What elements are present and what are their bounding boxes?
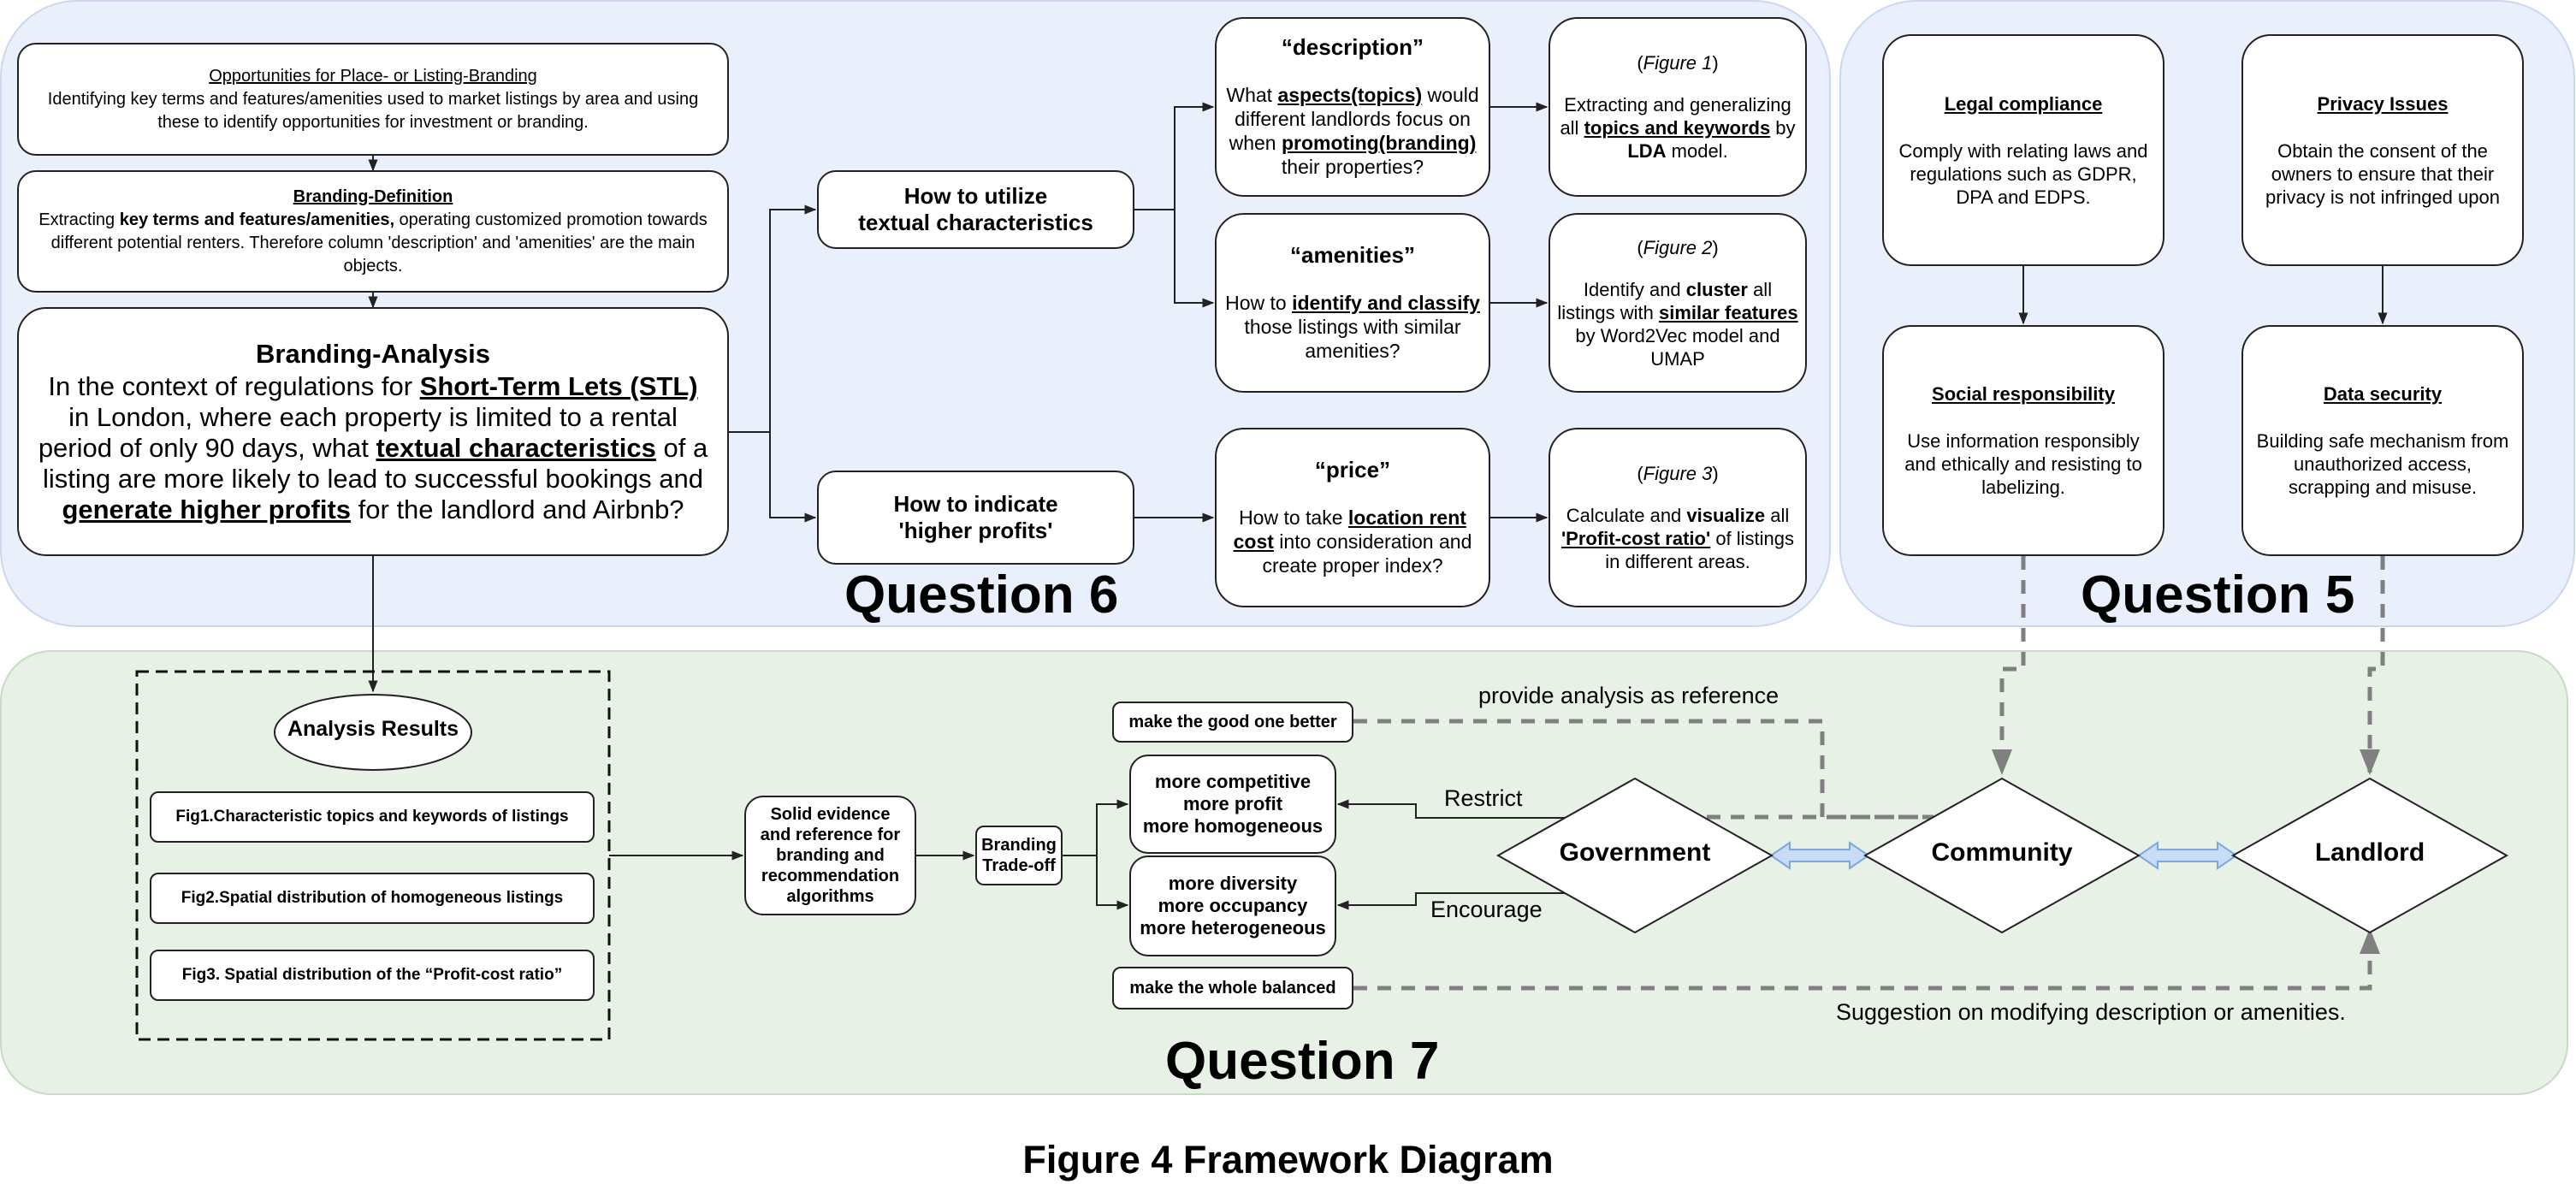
social-title: Social responsibility: [1932, 383, 2115, 405]
opportunities-title: Opportunities for Place- or Listing-Bran…: [209, 66, 537, 86]
analysis-results-ellipse: [274, 694, 472, 771]
branding-definition-box: Branding-Definition Extracting key terms…: [17, 170, 729, 293]
community-label: Community: [1931, 838, 2073, 867]
figure1-body: Extracting and generalizing all topics a…: [1560, 94, 1796, 162]
figure1-label: (Figure 1): [1637, 52, 1719, 74]
description-title: “description”: [1281, 34, 1424, 60]
tradeoff-text: Branding Trade-off: [981, 836, 1057, 875]
legal-body: Comply with relating laws and regulation…: [1898, 139, 2148, 208]
fig1-result-box: Fig1.Characteristic topics and keywords …: [150, 791, 595, 843]
description-box: “description” What aspects(topics) would…: [1215, 17, 1490, 197]
question5-label: Question 5: [2081, 565, 2355, 625]
landlord-label: Landlord: [2314, 838, 2425, 867]
make-balanced-box: make the whole balanced: [1112, 967, 1353, 1009]
diversity-line2: more occupancy: [1158, 895, 1308, 916]
figure2-box: (Figure 2) Identify and cluster all list…: [1549, 213, 1807, 393]
diversity-line1: more diversity: [1168, 873, 1298, 894]
price-body: How to take location rent cost into cons…: [1233, 506, 1472, 577]
security-body: Building safe mechanism from unauthorize…: [2256, 430, 2509, 498]
evidence-box: Solid evidence and reference for brandin…: [744, 796, 916, 915]
landlord-diamond: [2230, 777, 2509, 934]
make-better-text: make the good one better: [1128, 712, 1337, 731]
definition-title: Branding-Definition: [293, 186, 453, 206]
diversity-box: more diversity more occupancy more heter…: [1129, 855, 1336, 956]
question6-label: Question 6: [844, 565, 1119, 625]
make-balanced-text: make the whole balanced: [1129, 978, 1336, 998]
competitive-line1: more competitive: [1154, 771, 1312, 792]
amenities-box: “amenities” How to identify and classify…: [1215, 213, 1490, 393]
government-diamond: [1495, 777, 1774, 934]
competitive-line2: more profit: [1182, 793, 1283, 814]
figure-caption: Figure 4 Framework Diagram: [1022, 1138, 1554, 1181]
figure2-label: (Figure 2): [1637, 236, 1719, 258]
amenities-body: How to identify and classify those listi…: [1225, 292, 1480, 362]
amenities-title: “amenities”: [1290, 242, 1415, 268]
legal-compliance-box: Legal compliance Comply with relating la…: [1882, 34, 2164, 266]
analysis-body: In the context of regulations for Short-…: [38, 370, 708, 524]
opportunities-box: Opportunities for Place- or Listing-Bran…: [17, 43, 729, 156]
security-title: Data security: [2323, 383, 2443, 405]
opportunities-body: Identifying key terms and features/ameni…: [47, 89, 699, 132]
provide-analysis-label: provide analysis as reference: [1478, 683, 1780, 708]
figure2-body: Identify and cluster all listings with s…: [1557, 278, 1798, 370]
make-better-box: make the good one better: [1112, 702, 1353, 743]
tradeoff-box: Branding Trade-off: [975, 826, 1063, 885]
figure3-label: (Figure 3): [1637, 463, 1719, 484]
results-dashed-frame: [135, 670, 611, 1041]
figure3-box: (Figure 3) Calculate and visualize all '…: [1549, 428, 1807, 607]
privacy-title: Privacy Issues: [2317, 92, 2449, 115]
community-diamond: [1862, 777, 2141, 934]
privacy-body: Obtain the consent of the owners to ensu…: [2265, 139, 2500, 208]
utilize-textual-box: How to utilize textual characteristics: [817, 170, 1134, 249]
figure3-body: Calculate and visualize all 'Profit-cost…: [1560, 505, 1795, 572]
definition-body: Extracting key terms and features/amenit…: [38, 210, 708, 275]
utilize-line1: How to utilize: [903, 183, 1048, 209]
government-label: Government: [1559, 838, 1711, 867]
fig2-result-box: Fig2.Spatial distribution of homogeneous…: [150, 873, 595, 924]
legal-title: Legal compliance: [1944, 92, 2103, 115]
fig1-result-text: Fig1.Characteristic topics and keywords …: [175, 808, 569, 826]
fig3-result-text: Fig3. Spatial distribution of the “Profi…: [181, 966, 563, 984]
indicate-profits-box: How to indicate 'higher profits': [817, 471, 1134, 565]
fig3-result-box: Fig3. Spatial distribution of the “Profi…: [150, 950, 595, 1001]
evidence-text: Solid evidence and reference for brandin…: [760, 805, 901, 906]
data-security-box: Data security Building safe mechanism fr…: [2241, 325, 2524, 556]
encourage-label: Encourage: [1430, 897, 1543, 922]
indicate-line1: How to indicate: [893, 491, 1058, 517]
restrict-label: Restrict: [1444, 785, 1523, 811]
privacy-issues-box: Privacy Issues Obtain the consent of the…: [2241, 34, 2524, 266]
diversity-line3: more heterogeneous: [1140, 917, 1326, 938]
price-title: “price”: [1314, 457, 1391, 483]
competitive-box: more competitive more profit more homoge…: [1129, 755, 1336, 854]
fig2-result-text: Fig2.Spatial distribution of homogeneous…: [181, 889, 564, 907]
social-responsibility-box: Social responsibility Use information re…: [1882, 325, 2164, 556]
figure1-box: (Figure 1) Extracting and generalizing a…: [1549, 17, 1807, 197]
utilize-line2: textual characteristics: [858, 210, 1093, 235]
indicate-line2: 'higher profits': [898, 518, 1053, 543]
analysis-title: Branding-Analysis: [256, 338, 490, 369]
social-body: Use information responsibly and ethicall…: [1904, 430, 2142, 498]
suggestion-label: Suggestion on modifying description or a…: [1836, 999, 2346, 1025]
analysis-results-title: Analysis Results: [287, 717, 459, 741]
question7-label: Question 7: [1165, 1032, 1440, 1091]
description-body: What aspects(topics) would different lan…: [1226, 84, 1479, 178]
price-box: “price” How to take location rent cost i…: [1215, 428, 1490, 607]
branding-analysis-box: Branding-Analysis In the context of regu…: [17, 307, 729, 556]
competitive-line3: more homogeneous: [1142, 815, 1324, 837]
